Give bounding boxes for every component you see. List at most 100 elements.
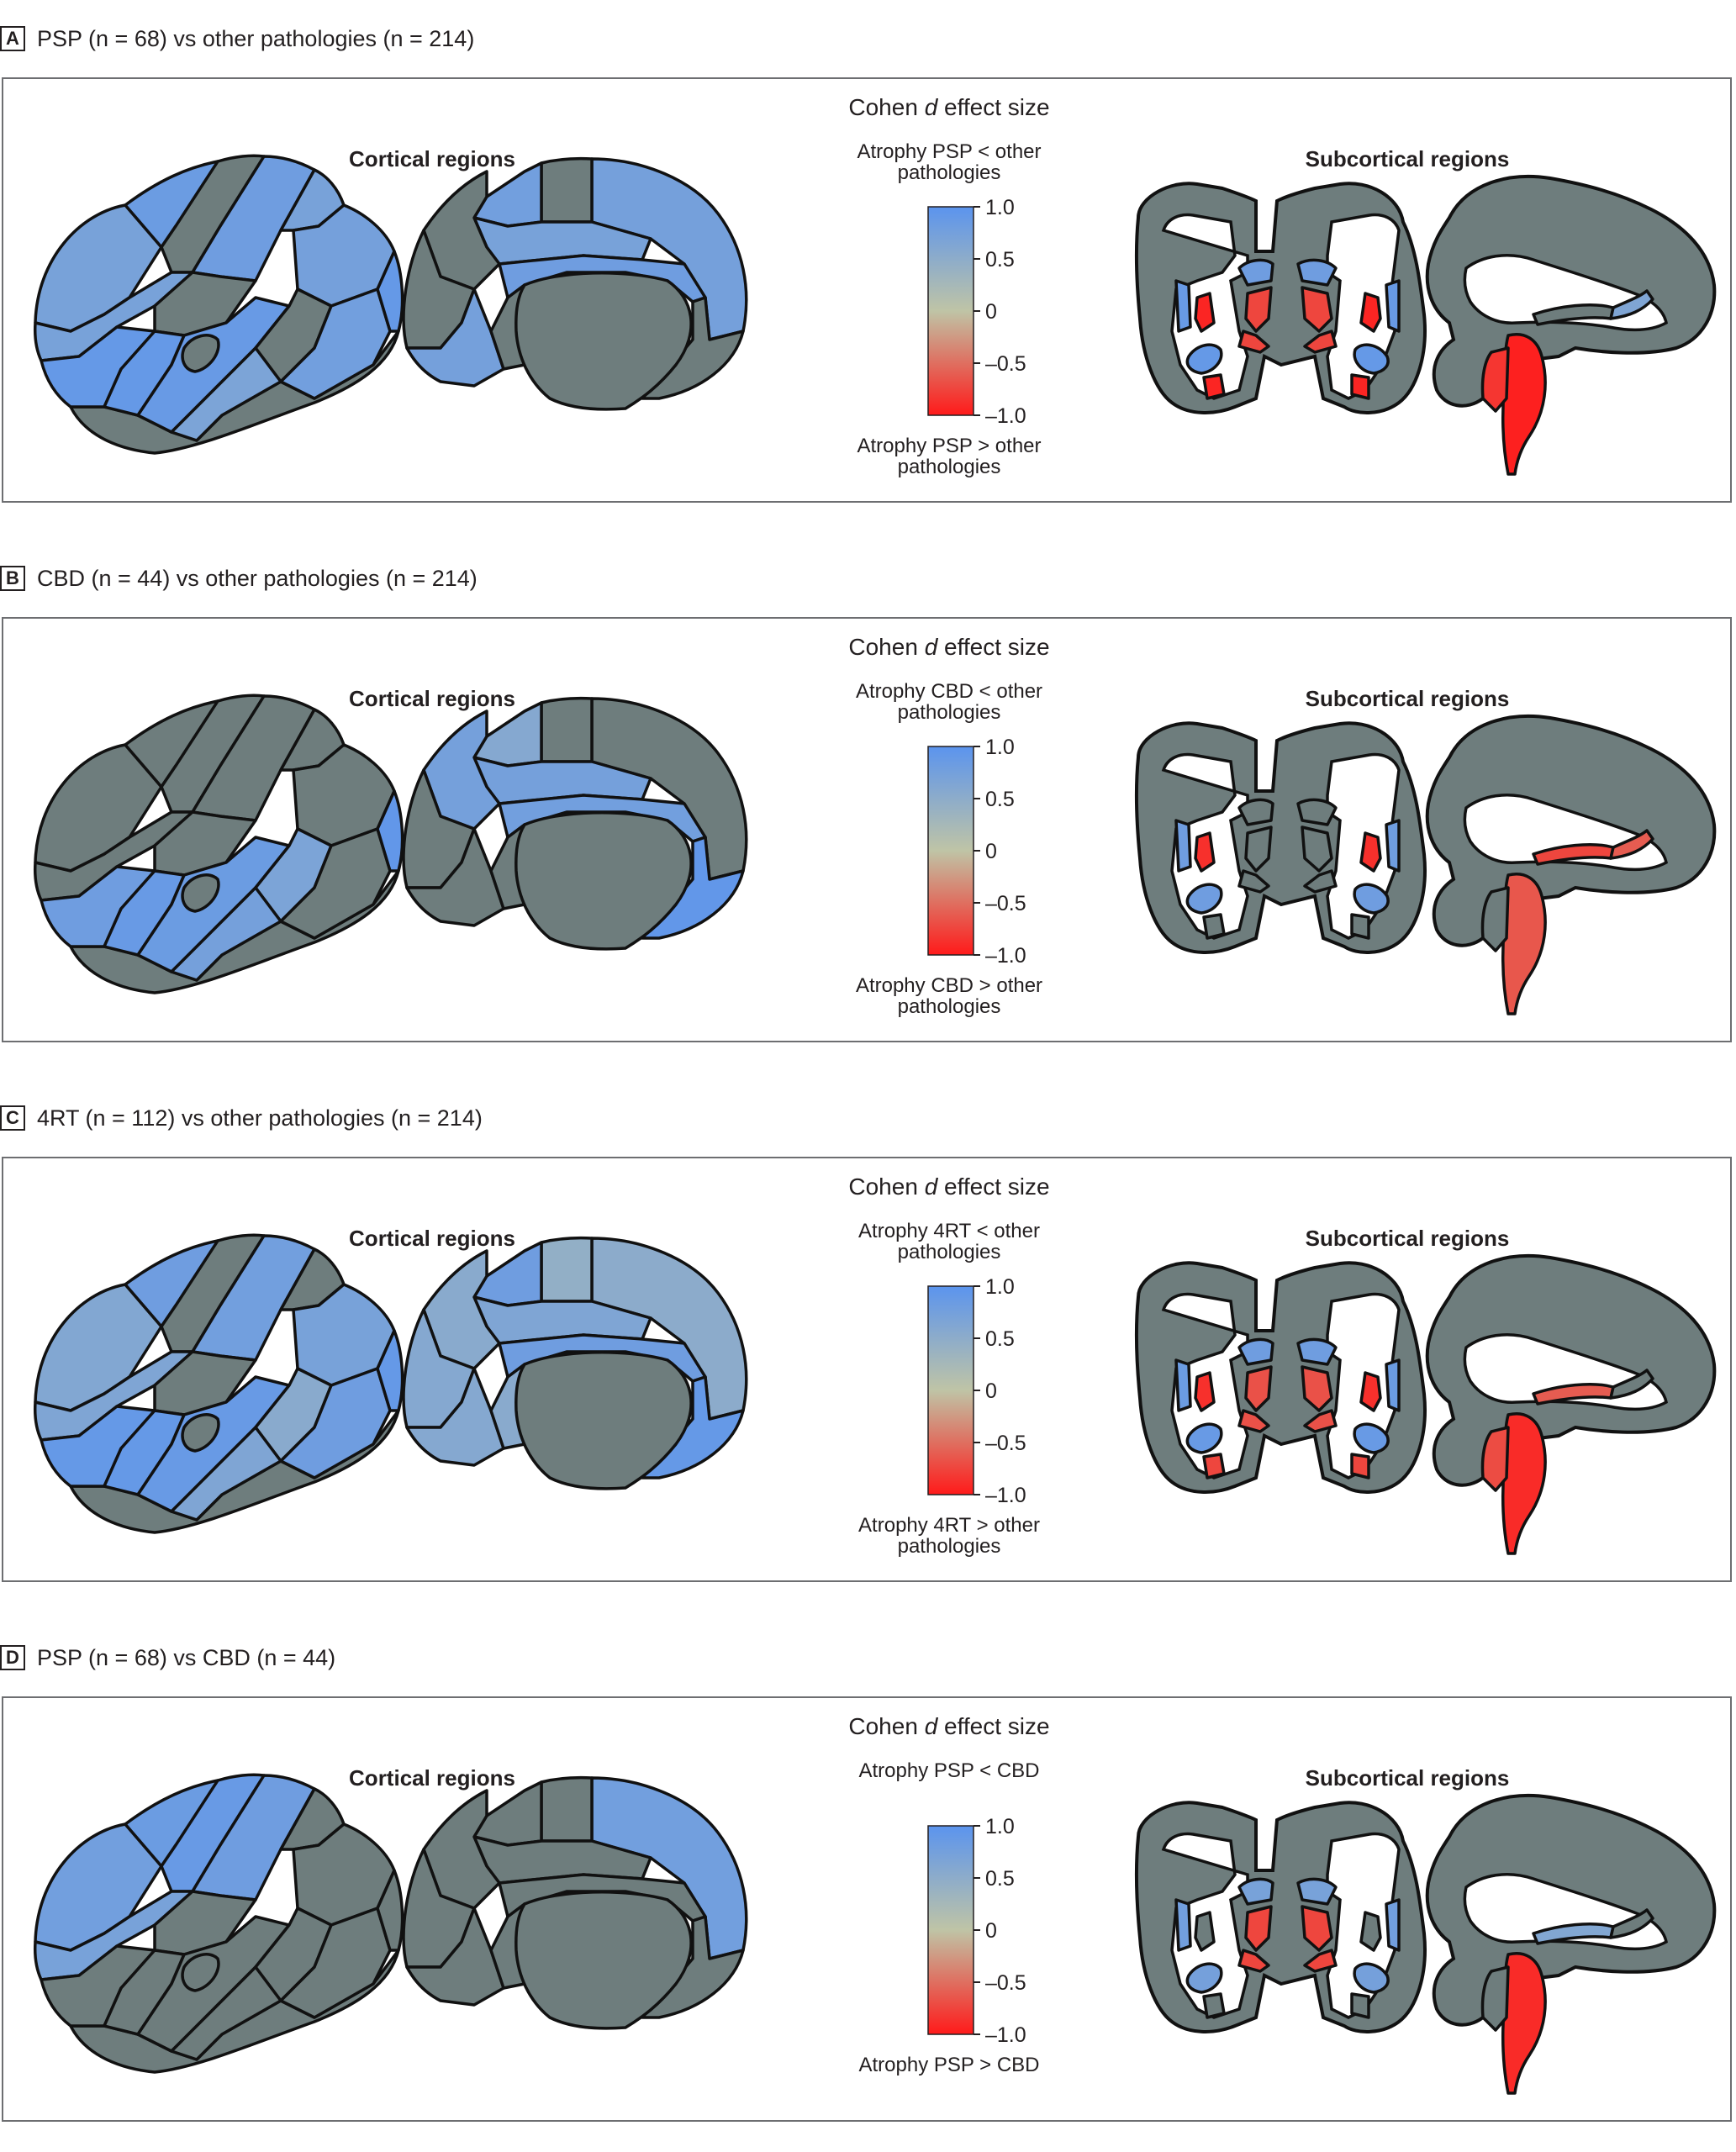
colorbar-tick-label: 0: [985, 840, 997, 863]
colorbar-tick-label: 0.5: [985, 1327, 1015, 1351]
sagittal-subcortical-region-2: [1609, 1369, 1654, 1400]
coronal-subcortical-region-7: [1194, 292, 1216, 333]
lateral-cortical-region-15: [376, 789, 404, 873]
medial-cortical-region-5: [422, 1789, 501, 1910]
colorbar-bottom-label: Atrophy PSP > CBD: [858, 2054, 1040, 2076]
colorbar-top-label: Atrophy PSP < CBD: [858, 1759, 1040, 1782]
coronal-subcortical-region-8: [1359, 1371, 1382, 1412]
colorbar-gradient: [927, 1285, 974, 1495]
coronal-slice-view: [1134, 1261, 1427, 1494]
coronal-subcortical-region-10: [1385, 1358, 1401, 1412]
coronal-subcortical-region-1: [1237, 1877, 1274, 1906]
sagittal-subcortical-region-4: [1480, 346, 1510, 413]
colorbar-gradient: [927, 206, 974, 416]
colorbar: 1.00.50–0.5–1.0: [927, 196, 1026, 428]
coronal-slice-view: [1134, 721, 1427, 954]
coronal-subcortical-region-13: [1202, 1453, 1226, 1480]
legend-title: Cohen d effect size: [848, 94, 1050, 120]
lateral-cortical-region-9: [40, 1405, 156, 1488]
coronal-subcortical-region-6: [1303, 330, 1338, 354]
cortical-regions-title: Cortical regions: [349, 146, 515, 171]
colorbar-tick-label: 0.5: [985, 1867, 1015, 1891]
coronal-subcortical-region-10: [1385, 1898, 1401, 1952]
subcortical-regions-title: Subcortical regions: [1305, 146, 1510, 171]
panel-header-c: C 4RT (n = 112) vs other pathologies (n …: [0, 1100, 483, 1137]
colorbar-tick-label: 0: [985, 300, 997, 324]
insula-region: [181, 1413, 220, 1453]
medial-cortical-region-5: [422, 170, 501, 291]
subcortical-regions-title: Subcortical regions: [1305, 1226, 1510, 1251]
coronal-subcortical-region-7: [1194, 1911, 1216, 1952]
cortical-regions-title: Cortical regions: [349, 1226, 515, 1251]
panel-letter: D: [0, 1645, 25, 1670]
sagittal-subcortical-region-2: [1609, 829, 1654, 860]
coronal-subcortical-region-10: [1385, 279, 1401, 333]
coronal-subcortical-region-12: [1353, 1422, 1390, 1454]
sagittal-subcortical-region-4: [1480, 886, 1510, 952]
panel-header-b: B CBD (n = 44) vs other pathologies (n =…: [0, 560, 478, 597]
lateral-cortical-region-3: [160, 1773, 266, 1893]
lateral-cortical-region-15: [376, 1869, 404, 1952]
subcortical-regions-title: Subcortical regions: [1305, 686, 1510, 711]
coronal-subcortical-region-4: [1301, 1365, 1333, 1412]
coronal-subcortical-region-5: [1237, 1409, 1270, 1433]
colorbar-top-label: Atrophy 4RT < other pathologies: [858, 1220, 1040, 1263]
medial-cortical-region-2: [540, 1236, 594, 1303]
medial-cortical-region-5: [422, 1249, 501, 1370]
colorbar-gradient: [927, 1825, 974, 2035]
coronal-subcortical-region-7: [1194, 1371, 1216, 1412]
coronal-subcortical-region-14: [1350, 373, 1370, 400]
lateral-cortex-view: [33, 154, 404, 455]
coronal-subcortical-region-4: [1301, 825, 1333, 873]
panel-letter: C: [0, 1105, 25, 1131]
colorbar-tick-label: 1.0: [985, 736, 1015, 759]
coronal-subcortical-region-3: [1244, 286, 1273, 333]
panel-title: PSP (n = 68) vs CBD (n = 44): [37, 1644, 336, 1670]
lateral-cortical-region-9: [40, 865, 156, 948]
panel-header-a: A PSP (n = 68) vs other pathologies (n =…: [0, 20, 474, 57]
lateral-cortical-region-9: [40, 1944, 156, 2028]
coronal-subcortical-region-2: [1296, 1337, 1338, 1366]
colorbar-tick-label: 0: [985, 1919, 997, 1943]
coronal-subcortical-region-4: [1301, 1905, 1333, 1952]
insula-region: [181, 334, 220, 373]
coronal-subcortical-region-8: [1359, 292, 1382, 333]
lateral-cortical-region-3: [160, 154, 266, 274]
colorbar-top-label: Atrophy CBD < other pathologies: [855, 680, 1043, 724]
lateral-cortical-region-1: [34, 1822, 163, 1952]
coronal-subcortical-region-11: [1185, 343, 1223, 375]
lateral-cortical-region-1: [34, 743, 163, 873]
lateral-cortical-region-15: [376, 250, 404, 333]
coronal-subcortical-region-3: [1244, 1365, 1273, 1412]
cortical-regions-title: Cortical regions: [349, 686, 515, 711]
coronal-subcortical-region-6: [1303, 1409, 1338, 1433]
colorbar-tick-label: –1.0: [985, 944, 1026, 968]
coronal-subcortical-region-2: [1296, 798, 1338, 826]
coronal-subcortical-region-13: [1202, 1992, 1226, 2019]
sagittal-subcortical-region-4: [1480, 1965, 1510, 2032]
coronal-subcortical-region-2: [1296, 258, 1338, 287]
lateral-cortex-view: [33, 1773, 404, 2074]
sagittal-subcortical-region-2: [1609, 289, 1654, 320]
lateral-cortical-region-9: [40, 325, 156, 409]
coronal-subcortical-region-13: [1202, 373, 1226, 400]
colorbar: 1.00.50–0.5–1.0: [927, 1815, 1026, 2047]
coronal-subcortical-region-1: [1237, 1337, 1274, 1366]
cortical-regions-title: Cortical regions: [349, 1765, 515, 1791]
coronal-subcortical-region-8: [1359, 1911, 1382, 1952]
colorbar-top-label: Atrophy PSP < other pathologies: [857, 140, 1042, 184]
panel-title: CBD (n = 44) vs other pathologies (n = 2…: [37, 565, 478, 591]
medial-wall: [514, 810, 693, 951]
colorbar-tick-label: –0.5: [985, 1432, 1026, 1455]
lateral-cortical-region-3: [160, 694, 266, 814]
colorbar-tick-label: –0.5: [985, 352, 1026, 376]
insula-region: [181, 873, 220, 913]
coronal-subcortical-region-4: [1301, 286, 1333, 333]
coronal-subcortical-region-9: [1174, 819, 1192, 873]
medial-cortical-region-7: [405, 287, 505, 388]
medial-cortex-view: [402, 696, 748, 951]
coronal-subcortical-region-3: [1244, 1905, 1273, 1952]
coronal-slice-view: [1134, 1801, 1427, 2033]
medial-cortical-region-2: [540, 156, 594, 224]
coronal-subcortical-region-5: [1237, 1949, 1270, 1973]
